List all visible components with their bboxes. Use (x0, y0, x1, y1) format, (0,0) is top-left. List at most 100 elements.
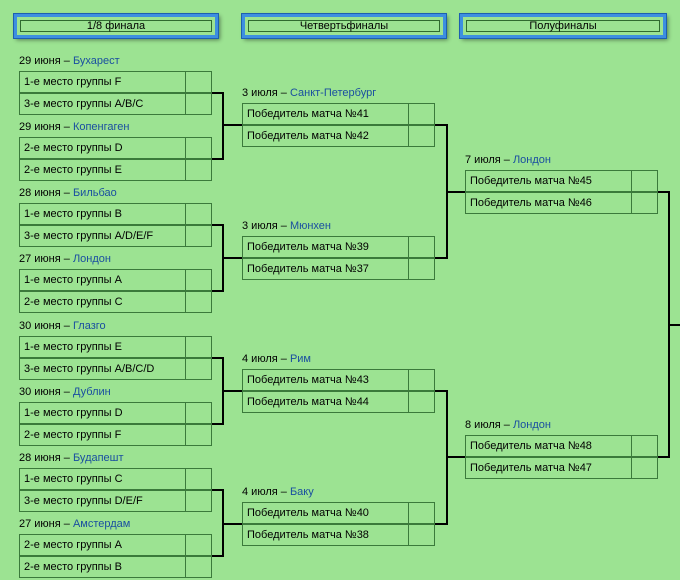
match-date: 29 июня (19, 55, 61, 67)
score-cell (408, 524, 434, 546)
header-semifinals: Полуфиналы (460, 14, 666, 38)
score-cell (185, 159, 211, 181)
r16-match-7-caption: 28 июня – Будапешт (19, 452, 124, 465)
r16-match-3-caption: 28 июня – Бильбао (19, 187, 117, 200)
team-name: Победитель матча №45 (470, 175, 592, 187)
team-name: 3-е место группы A/D/E/F (24, 230, 154, 242)
r16-match-2-caption: 29 июня – Копенгаген (19, 121, 129, 134)
score-cell (408, 125, 434, 147)
bracket-line (212, 555, 222, 557)
match-separator: – (500, 419, 513, 431)
r16-match-8-caption: 27 июня – Амстердам (19, 518, 130, 531)
score-cell (185, 534, 211, 556)
team-row: Победитель матча №42 (242, 125, 435, 147)
bracket-line (668, 323, 680, 326)
score-cell (408, 369, 434, 391)
header-quarterfinals-label: Четвертьфиналы (248, 20, 440, 32)
team-name: 2-е место группы B (24, 561, 122, 573)
team-row: 2-е место группы A (19, 534, 212, 556)
match-date: 29 июня (19, 121, 61, 133)
team-row: 2-е место группы C (19, 291, 212, 313)
score-cell (408, 236, 434, 258)
match-date: 27 июня (19, 518, 61, 530)
team-row: 1-е место группы B (19, 203, 212, 225)
team-name: 1-е место группы E (24, 341, 122, 353)
score-cell (185, 71, 211, 93)
team-row: 1-е место группы C (19, 468, 212, 490)
team-name: 2-е место группы D (24, 142, 123, 154)
team-name: Победитель матча №44 (247, 396, 369, 408)
score-cell (408, 502, 434, 524)
team-row: Победитель матча №47 (465, 457, 658, 479)
team-name: 2-е место группы E (24, 164, 122, 176)
match-separator: – (60, 253, 73, 265)
match-separator: – (277, 220, 290, 232)
qf-match-2-caption: 3 июля – Мюнхен (242, 220, 331, 233)
score-cell (631, 170, 657, 192)
team-row: 3-е место группы A/D/E/F (19, 225, 212, 247)
team-name: Победитель матча №46 (470, 197, 592, 209)
bracket-line (222, 92, 224, 160)
score-cell (408, 103, 434, 125)
r16-match-4-caption: 27 июня – Лондон (19, 253, 111, 266)
bracket-line (212, 290, 222, 292)
header-quarterfinals: Четвертьфиналы (242, 14, 446, 38)
bracket-line (435, 124, 446, 126)
bracket-line (222, 257, 242, 259)
bracket-line (658, 191, 668, 193)
bracket-line (435, 390, 446, 392)
bracket-line (212, 92, 222, 94)
team-name: 1-е место группы A (24, 274, 122, 286)
score-cell (185, 556, 211, 578)
team-name: 1-е место группы C (24, 473, 123, 485)
header-semifinals-label: Полуфиналы (466, 20, 660, 32)
bracket-line (446, 191, 465, 193)
match-separator: – (60, 386, 73, 398)
sf-match-2-caption: 8 июля – Лондон (465, 419, 551, 432)
match-date: 3 июля (242, 87, 278, 99)
match-city: Мюнхен (289, 220, 331, 232)
match-city: Рим (289, 353, 311, 365)
qf-match-4-caption: 4 июля – Баку (242, 486, 314, 499)
header-round-of-16-label: 1/8 финала (20, 20, 212, 32)
score-cell (185, 137, 211, 159)
score-cell (185, 424, 211, 446)
match-city: Лондон (512, 154, 551, 166)
match-date: 4 июля (242, 486, 278, 498)
match-date: 28 июня (19, 452, 61, 464)
match-city: Амстердам (72, 518, 131, 530)
team-row: 1-е место группы A (19, 269, 212, 291)
team-row: Победитель матча №45 (465, 170, 658, 192)
score-cell (631, 192, 657, 214)
team-row: Победитель матча №41 (242, 103, 435, 125)
r16-match-5-caption: 30 июня – Глазго (19, 320, 106, 333)
bracket-line (222, 390, 242, 392)
bracket-line (435, 523, 446, 525)
team-name: Победитель матча №38 (247, 529, 369, 541)
match-separator: – (277, 353, 290, 365)
score-cell (185, 468, 211, 490)
team-row: 3-е место группы A/B/C/D (19, 358, 212, 380)
match-date: 8 июля (465, 419, 501, 431)
team-name: 2-е место группы F (24, 429, 122, 441)
match-city: Баку (289, 486, 314, 498)
score-cell (185, 269, 211, 291)
match-separator: – (277, 486, 290, 498)
match-separator: – (60, 55, 73, 67)
match-date: 4 июля (242, 353, 278, 365)
team-name: 3-е место группы A/B/C (24, 98, 144, 110)
match-date: 7 июля (465, 154, 501, 166)
match-city: Бухарест (72, 55, 120, 67)
team-row: 1-е место группы E (19, 336, 212, 358)
team-name: Победитель матча №47 (470, 462, 592, 474)
score-cell (185, 291, 211, 313)
match-separator: – (60, 121, 73, 133)
match-separator: – (277, 87, 290, 99)
bracket-line (212, 423, 222, 425)
team-name: Победитель матча №48 (470, 440, 592, 452)
bracket-line (212, 357, 222, 359)
score-cell (185, 358, 211, 380)
team-row: 2-е место группы B (19, 556, 212, 578)
match-city: Лондон (512, 419, 551, 431)
match-separator: – (60, 187, 73, 199)
